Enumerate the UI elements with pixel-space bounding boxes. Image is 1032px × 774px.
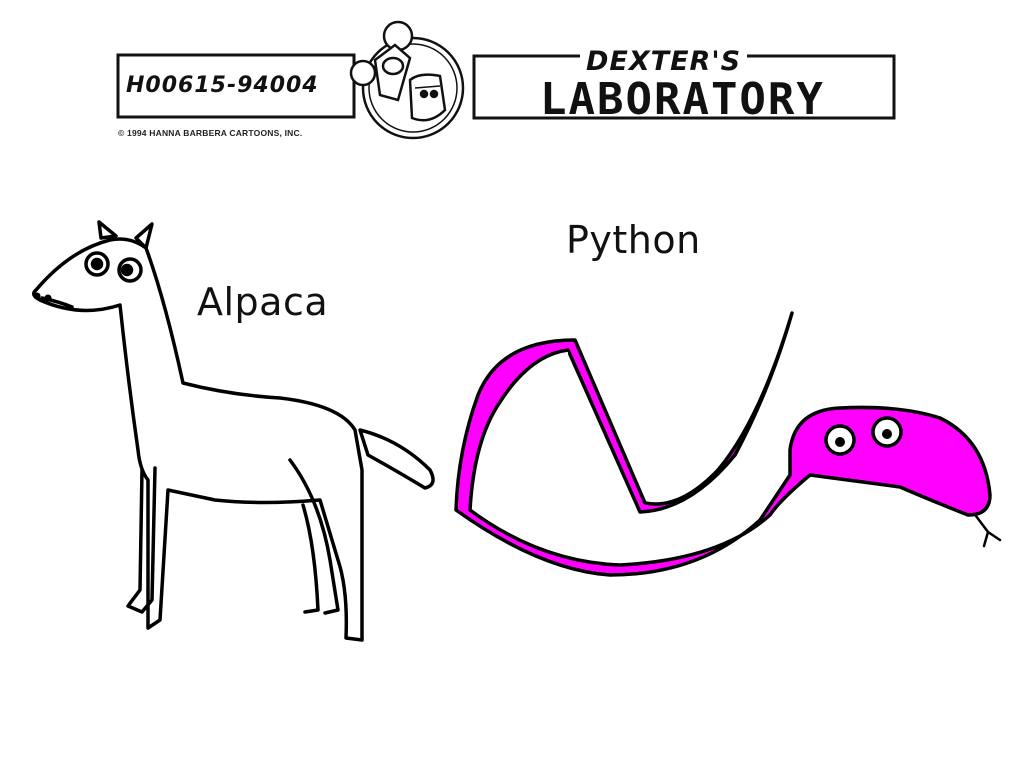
alpaca-label: Alpaca: [197, 280, 329, 324]
python-body-gap: [484, 352, 785, 550]
copyright-notice: © 1994 HANNA BARBERA CARTOONS, INC.: [118, 128, 303, 138]
alpaca-ear-left-icon: [97, 220, 118, 240]
python-tongue-icon: [974, 514, 1002, 548]
python-label: Python: [566, 218, 701, 262]
python-body: [454, 311, 992, 577]
show-title-top: DEXTER'S: [580, 46, 748, 77]
alpaca-body: [32, 237, 364, 642]
show-title-bottom: LABORATORY: [540, 74, 825, 125]
alpaca-tail: [358, 428, 435, 490]
production-id: H00615-94004: [126, 73, 319, 98]
production-id-box: [116, 53, 356, 119]
character-badge-icon: [349, 20, 465, 140]
alpaca-leg-front-inner: [126, 466, 157, 614]
alpaca-leg-back-inner: [288, 458, 340, 615]
